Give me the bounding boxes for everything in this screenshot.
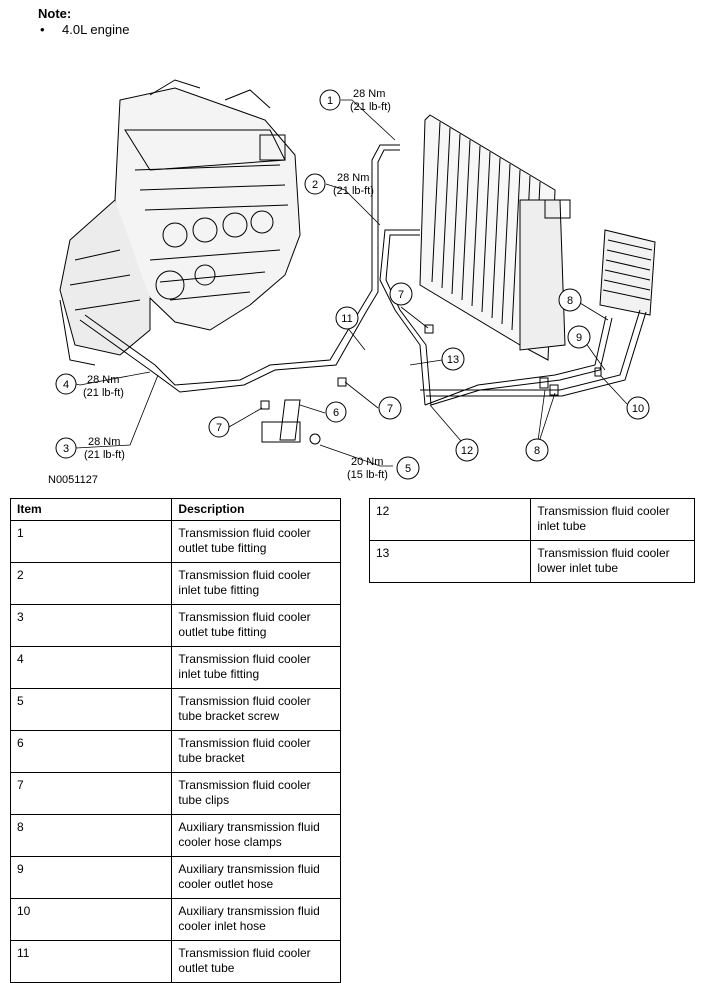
callout-number-10: 10	[632, 403, 644, 415]
item-number: 10	[9, 898, 173, 941]
item-number: 1	[9, 520, 173, 563]
item-description: Transmission fluid cooler lower inlet tu…	[530, 540, 695, 583]
torque-3-lbft: (21 lb-ft)	[84, 449, 125, 461]
callout-circle-7c	[389, 282, 413, 306]
callout-number-6: 6	[333, 407, 339, 419]
callout-number-9: 9	[576, 332, 582, 344]
table-row: 5 Transmission fluid cooler tube bracket…	[9, 688, 341, 731]
callout-circles	[55, 89, 650, 480]
callout-circle-5	[396, 456, 420, 480]
callout-circle-11	[335, 306, 359, 330]
note-title: Note:	[38, 6, 72, 21]
callout-number-8: 8	[567, 295, 573, 307]
torque-5-nm: 20 Nm	[351, 456, 383, 468]
callout-number-3: 3	[63, 443, 69, 455]
note-item: 4.0L engine	[38, 22, 129, 38]
item-description: Transmission fluid cooler tube clips	[171, 772, 341, 815]
table-row: 4 Transmission fluid cooler inlet tube f…	[9, 646, 341, 689]
table-row: 7 Transmission fluid cooler tube clips	[9, 772, 341, 815]
torque-4-lbft: (21 lb-ft)	[83, 387, 124, 399]
callout-circle-3	[55, 437, 77, 459]
item-description: Auxiliary transmission fluid cooler inle…	[171, 898, 341, 941]
torque-1-nm: 28 Nm	[353, 88, 385, 100]
item-description: Auxiliary transmission fluid cooler outl…	[171, 856, 341, 899]
item-description: Transmission fluid cooler inlet tube fit…	[171, 562, 341, 605]
callout-circle-9	[567, 325, 591, 349]
item-description: Transmission fluid cooler outlet tube fi…	[171, 604, 341, 647]
callout-leaders	[75, 99, 628, 467]
table-row: 1 Transmission fluid cooler outlet tube …	[9, 520, 341, 563]
callout-number-7: 7	[387, 403, 393, 415]
callout-number-1: 1	[327, 95, 333, 107]
callout-circle-8b	[525, 438, 549, 462]
radiator-drawing	[419, 114, 571, 361]
item-number: 8	[9, 814, 173, 857]
item-description: Transmission fluid cooler inlet tube fit…	[171, 646, 341, 689]
cooler-tube-illustration: 1 2 3 4 5 6 7 7 7 8 8 9 10 11 12 13 28 N…	[0, 60, 707, 490]
table-row: 2 Transmission fluid cooler inlet tube f…	[9, 562, 341, 605]
table-row: 10 Auxiliary transmission fluid cooler i…	[9, 898, 341, 941]
header-description: Description	[171, 498, 341, 521]
item-number: 11	[9, 940, 173, 983]
table-row: 6 Transmission fluid cooler tube bracket	[9, 730, 341, 773]
callout-circle-4	[55, 373, 77, 395]
illustration-svg: 1 2 3 4 5 6 7 7 7 8 8 9 10 11 12 13 28 N…	[48, 79, 656, 486]
item-number: 6	[9, 730, 173, 773]
item-number: 4	[9, 646, 173, 689]
callout-number-8: 8	[534, 445, 540, 457]
callout-circle-6	[325, 401, 347, 423]
engine-drawing	[59, 79, 301, 366]
auxiliary-cooler-drawing	[599, 229, 656, 316]
table-header-row: Item Description	[9, 498, 341, 521]
callout-circle-1	[319, 89, 341, 111]
item-description: Transmission fluid cooler tube bracket s…	[171, 688, 341, 731]
callout-circle-8	[558, 288, 582, 312]
torque-3-nm: 28 Nm	[88, 436, 120, 448]
item-description: Auxiliary transmission fluid cooler hose…	[171, 814, 341, 857]
callout-number-13: 13	[447, 354, 459, 366]
table-row: 13 Transmission fluid cooler lower inlet…	[368, 540, 695, 583]
torque-1-lbft: (21 lb-ft)	[350, 101, 391, 113]
parts-table-right: 12 Transmission fluid cooler inlet tube …	[368, 498, 695, 583]
item-description: Transmission fluid cooler outlet tube	[171, 940, 341, 983]
item-number: 3	[9, 604, 173, 647]
callout-number-5: 5	[405, 463, 411, 475]
table-row: 12 Transmission fluid cooler inlet tube	[368, 498, 695, 541]
table-row: 9 Auxiliary transmission fluid cooler ou…	[9, 856, 341, 899]
item-number: 2	[9, 562, 173, 605]
callout-circle-2	[304, 173, 326, 195]
table-row: 3 Transmission fluid cooler outlet tube …	[9, 604, 341, 647]
figure-id-label: N0051127	[48, 474, 98, 486]
item-description: Transmission fluid cooler outlet tube fi…	[171, 520, 341, 563]
item-number: 12	[368, 498, 532, 541]
item-number: 13	[368, 540, 532, 583]
torque-5-lbft: (15 lb-ft)	[347, 469, 388, 481]
item-description: Transmission fluid cooler inlet tube	[530, 498, 695, 541]
callout-number-11: 11	[341, 313, 352, 325]
callout-circle-7b	[208, 416, 230, 438]
callout-number-2: 2	[312, 179, 318, 191]
callout-circle-7	[378, 396, 402, 420]
header-item: Item	[9, 498, 173, 521]
table-row: 8 Auxiliary transmission fluid cooler ho…	[9, 814, 341, 857]
item-number: 5	[9, 688, 173, 731]
torque-4-nm: 28 Nm	[87, 374, 119, 386]
callout-circle-13	[441, 347, 465, 371]
note-block: Note: 4.0L engine	[38, 6, 129, 38]
callout-number-7: 7	[398, 289, 404, 301]
callout-circle-12	[455, 438, 479, 462]
callout-number-7: 7	[216, 422, 222, 434]
item-description: Transmission fluid cooler tube bracket	[171, 730, 341, 773]
note-list: 4.0L engine	[38, 22, 129, 38]
torque-2-lbft: (21 lb-ft)	[333, 185, 374, 197]
parts-table-left: Item Description 1 Transmission fluid co…	[9, 498, 341, 983]
item-number: 7	[9, 772, 173, 815]
callout-number-4: 4	[63, 379, 69, 391]
callout-number-12: 12	[461, 445, 473, 457]
item-number: 9	[9, 856, 173, 899]
torque-2-nm: 28 Nm	[337, 172, 369, 184]
table-row: 11 Transmission fluid cooler outlet tube	[9, 940, 341, 983]
callout-circle-10	[626, 396, 650, 420]
